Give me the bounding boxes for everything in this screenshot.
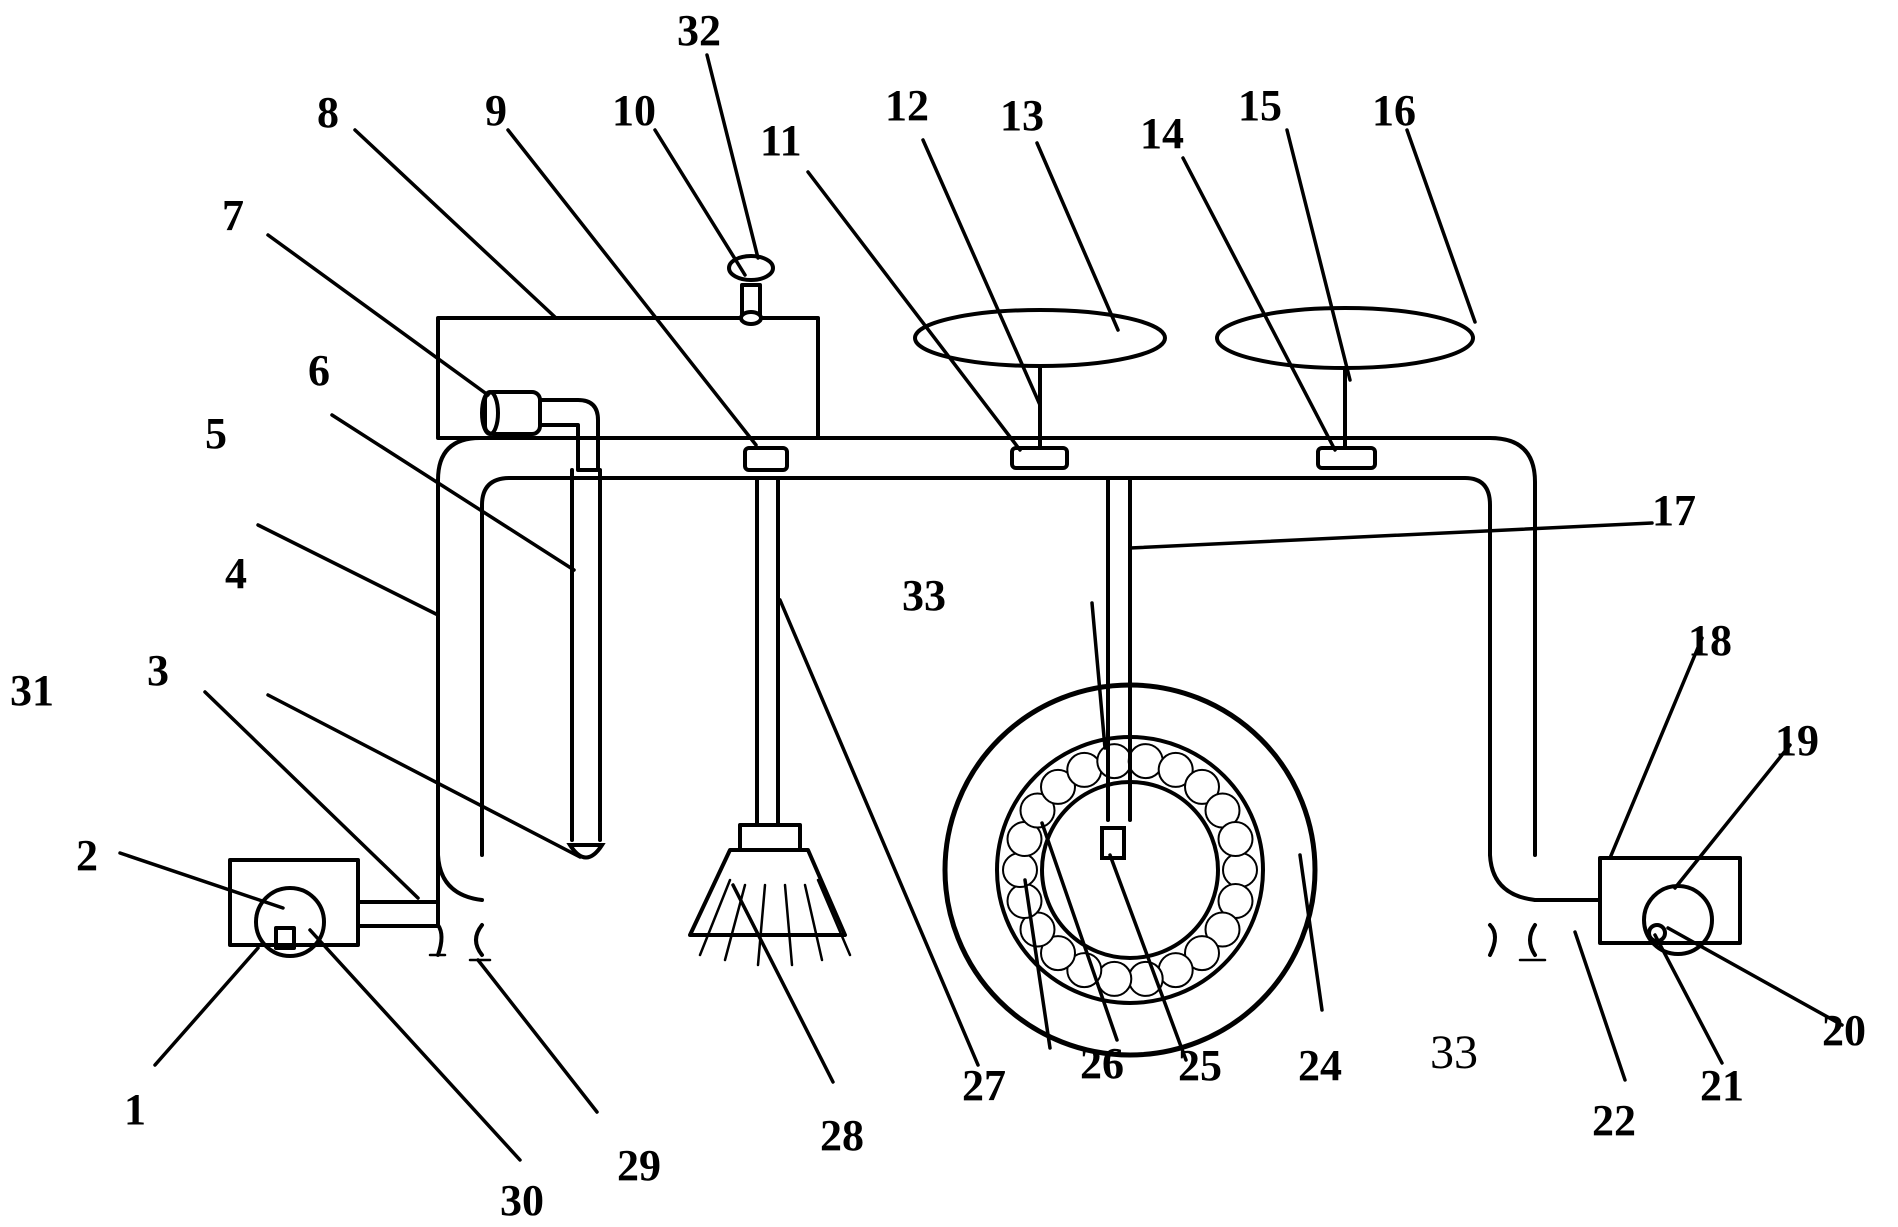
wheel-bead [1096, 960, 1133, 997]
label-5: 5 [205, 409, 227, 458]
wheel-bead [1184, 935, 1220, 972]
label-12: 12 [885, 81, 929, 130]
wheel-bead [1019, 792, 1056, 829]
label-9: 9 [485, 86, 507, 135]
label-8: 8 [317, 88, 339, 137]
label-3: 3 [147, 646, 169, 695]
label-26: 26 [1080, 1039, 1124, 1088]
label-30: 30 [500, 1176, 544, 1225]
label-18: 18 [1688, 616, 1732, 665]
wheel-bead [1096, 743, 1133, 780]
main-frame-pipe [428, 436, 1602, 962]
wheel-bead [1040, 768, 1076, 805]
label-14: 14 [1140, 109, 1184, 158]
label-27: 27 [962, 1061, 1006, 1110]
label-20: 20 [1822, 1006, 1866, 1055]
left-motor-box [228, 858, 440, 958]
wheel-bead [1184, 768, 1220, 805]
wheel-bead [1066, 952, 1103, 989]
label-19: 19 [1775, 716, 1819, 765]
wheel-bead [1157, 751, 1194, 788]
label-33-inner: 33 [902, 571, 946, 620]
label-4: 4 [225, 549, 247, 598]
label-2: 2 [76, 831, 98, 880]
wheel-bead [1157, 952, 1194, 989]
label-32: 32 [677, 6, 721, 55]
label-25: 25 [1178, 1041, 1222, 1090]
lamp-right [1215, 306, 1475, 470]
label-17: 17 [1652, 486, 1696, 535]
wheel-assembly [942, 476, 1318, 1058]
leader-lines [118, 53, 1844, 1162]
label-21: 21 [1700, 1061, 1744, 1110]
label-7: 7 [222, 191, 244, 240]
label-10: 10 [612, 86, 656, 135]
wheel-bead [1217, 821, 1254, 857]
wheel-bead [1040, 935, 1076, 972]
spray-nozzle [688, 476, 852, 967]
label-16: 16 [1372, 86, 1416, 135]
label-31: 31 [10, 666, 54, 715]
label-24: 24 [1298, 1041, 1342, 1090]
label-33-outer: 33 [1430, 1026, 1478, 1079]
lamp-left [913, 308, 1167, 470]
label-22: 22 [1592, 1096, 1636, 1145]
label-6: 6 [308, 346, 330, 395]
right-motor-box [1598, 856, 1742, 956]
label-1: 1 [124, 1085, 146, 1134]
wheel-bead [1002, 852, 1038, 888]
part-labels: 1 2 3 4 5 6 7 8 9 10 11 12 13 14 15 16 1… [10, 6, 1866, 1225]
wheel-bead [1204, 911, 1241, 948]
label-28: 28 [820, 1111, 864, 1160]
label-11: 11 [760, 116, 802, 165]
label-13: 13 [1000, 91, 1044, 140]
wheel-bead [1127, 743, 1164, 780]
wheel-bead [1066, 751, 1103, 788]
wheel-bead [1222, 852, 1258, 888]
water-tank [436, 254, 820, 860]
wheel-bead [1006, 883, 1043, 919]
label-29: 29 [617, 1141, 661, 1190]
label-15: 15 [1238, 81, 1282, 130]
wheel-beads [1002, 743, 1258, 997]
